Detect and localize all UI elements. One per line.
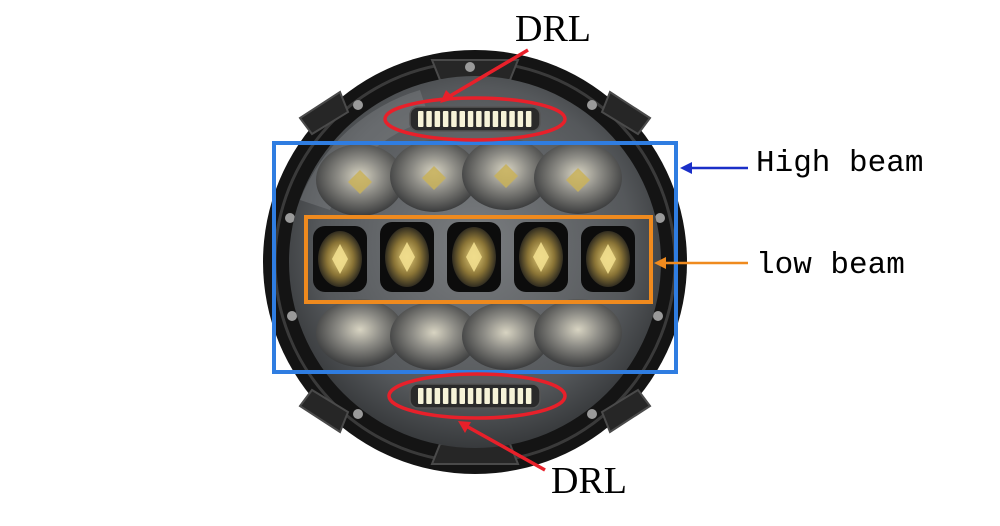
drl-led [501, 388, 507, 404]
drl-top-arrow [440, 48, 529, 103]
drl-led [525, 111, 532, 127]
low-beam-box [304, 215, 653, 304]
drl-led [418, 388, 424, 404]
high-beam-arrow [680, 162, 748, 174]
drl-led [426, 388, 432, 404]
drl-led [501, 111, 507, 127]
drl-led [434, 388, 441, 404]
drl-led [418, 111, 424, 127]
drl-led [517, 111, 524, 127]
drl-led [492, 111, 499, 127]
drl-led [426, 111, 432, 127]
drl-led [459, 388, 465, 404]
low-beam-arrow [654, 257, 748, 269]
drl-led [492, 388, 499, 404]
drl-led [476, 388, 482, 404]
drl-led [451, 111, 457, 127]
drl-led [442, 111, 449, 127]
drl-led [517, 388, 524, 404]
high-beam-box [272, 141, 678, 374]
drl-bottom-marker [387, 372, 567, 420]
drl-led [525, 388, 532, 404]
drl-led [509, 388, 515, 404]
low-beam-label: low beam [756, 248, 905, 283]
drl-led [476, 111, 482, 127]
high-beam-label: High beam [756, 146, 924, 181]
drl-led [509, 111, 515, 127]
drl-led [434, 111, 441, 127]
drl-strip-bottom [409, 383, 541, 409]
drl-led [442, 388, 449, 404]
low-beam-projectors [313, 222, 635, 292]
drl-led [467, 111, 474, 127]
drl-led [467, 388, 474, 404]
drl-led [459, 111, 465, 127]
drl-led [484, 111, 490, 127]
drl-top-marker [383, 96, 567, 142]
drl-bottom-label: DRL [551, 460, 627, 502]
drl-led [484, 388, 490, 404]
housing-screws [285, 62, 665, 422]
drl-top-label: DRL [515, 8, 591, 50]
drl-strip-top [409, 106, 541, 132]
high-beam-reflectors [316, 138, 622, 370]
drl-led [451, 388, 457, 404]
drl-bottom-arrow [458, 421, 546, 472]
